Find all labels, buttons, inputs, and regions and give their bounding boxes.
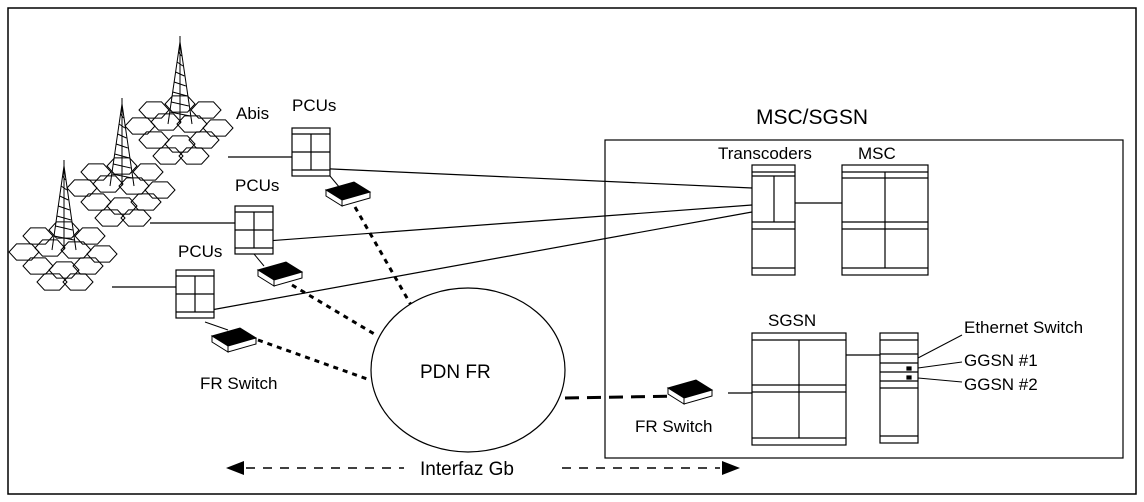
- fr-switch-icon-2: [256, 261, 304, 287]
- fr-switch-icon-4: [666, 379, 714, 405]
- pcus-label-3: PCUs: [178, 242, 222, 261]
- msc-label: MSC: [858, 144, 896, 163]
- ggsn-rack: [879, 332, 919, 444]
- pcu-block-2: [234, 205, 274, 255]
- msc-sgsn-title: MSC/SGSN: [756, 106, 868, 129]
- cell-tower-icon: [8, 160, 118, 291]
- fr-switch-right-label: FR Switch: [635, 417, 712, 436]
- ggsn1-label: GGSN #1: [964, 351, 1038, 370]
- cell-tower-icon: [66, 98, 176, 227]
- sgsn-label: SGSN: [768, 311, 816, 330]
- pcus-label-2: PCUs: [235, 176, 279, 195]
- fr-switch-icon-1: [324, 181, 372, 207]
- pcu-block-3: [175, 269, 215, 319]
- msc-block: [841, 164, 929, 276]
- interfaz-gb-arrow: [226, 461, 740, 475]
- frame-relay-links: [257, 206, 681, 400]
- transcoders-block: [751, 164, 796, 276]
- interfaz-gb-label: Interfaz Gb: [420, 459, 514, 480]
- ethernet-switch-label: Ethernet Switch: [964, 318, 1083, 337]
- transcoders-label: Transcoders: [718, 144, 812, 163]
- cell-towers: [8, 36, 234, 291]
- diagram-frame: [7, 7, 1137, 495]
- ggsn-pointers: [917, 334, 963, 383]
- msc-sgsn-box: [604, 139, 1124, 459]
- pcus-label-1: PCUs: [292, 96, 336, 115]
- fr-switch-left-label: FR Switch: [200, 374, 277, 393]
- ggsn2-label: GGSN #2: [964, 375, 1038, 394]
- pdn-fr-cloud: [370, 287, 566, 453]
- fr-switch-icon-3: [210, 327, 258, 353]
- cell-tower-icon: [124, 36, 234, 165]
- sgsn-block: [751, 332, 847, 446]
- pdn-fr-label: PDN FR: [420, 362, 491, 383]
- abis-label: Abis: [236, 104, 269, 123]
- pcu-block-1: [291, 127, 331, 177]
- abis-links: [112, 156, 880, 394]
